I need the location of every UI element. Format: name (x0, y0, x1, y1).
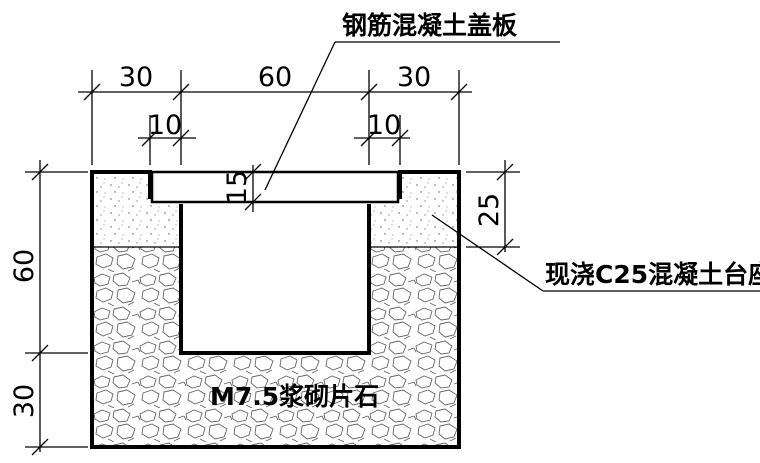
wall-dimension-chain (138, 115, 410, 165)
dim-top-left: 30 (119, 62, 153, 93)
dim-depth-lower: 30 (9, 384, 40, 418)
dim-wall-left: 10 (148, 110, 182, 141)
plate-thickness-dimension (244, 163, 262, 212)
dim-top-right: 30 (397, 62, 431, 93)
base-leader (431, 214, 760, 292)
base-height-dimension (466, 160, 520, 256)
channel-outline (179, 204, 371, 355)
dim-wall-right: 10 (367, 110, 401, 141)
cover-plate-label: 钢筋混凝土盖板 (342, 11, 517, 40)
cover-plate-leader (264, 41, 560, 191)
top-dimension-chain (78, 70, 472, 165)
dim-depth-upper: 60 (9, 249, 40, 283)
dim-plate-thickness: 15 (222, 170, 253, 204)
masonry-fill (92, 247, 459, 447)
concrete-base-right (369, 172, 459, 247)
dim-top-middle: 60 (258, 62, 292, 93)
dim-base-height: 25 (474, 193, 505, 227)
left-dimension-chain (25, 160, 88, 456)
concrete-base-left (92, 172, 181, 247)
cover-plate (150, 170, 400, 204)
base-label: 现浇C25混凝土台座 (545, 260, 760, 289)
section-outline (90, 170, 461, 449)
masonry-label: M7.5浆砌片石 (210, 382, 379, 411)
